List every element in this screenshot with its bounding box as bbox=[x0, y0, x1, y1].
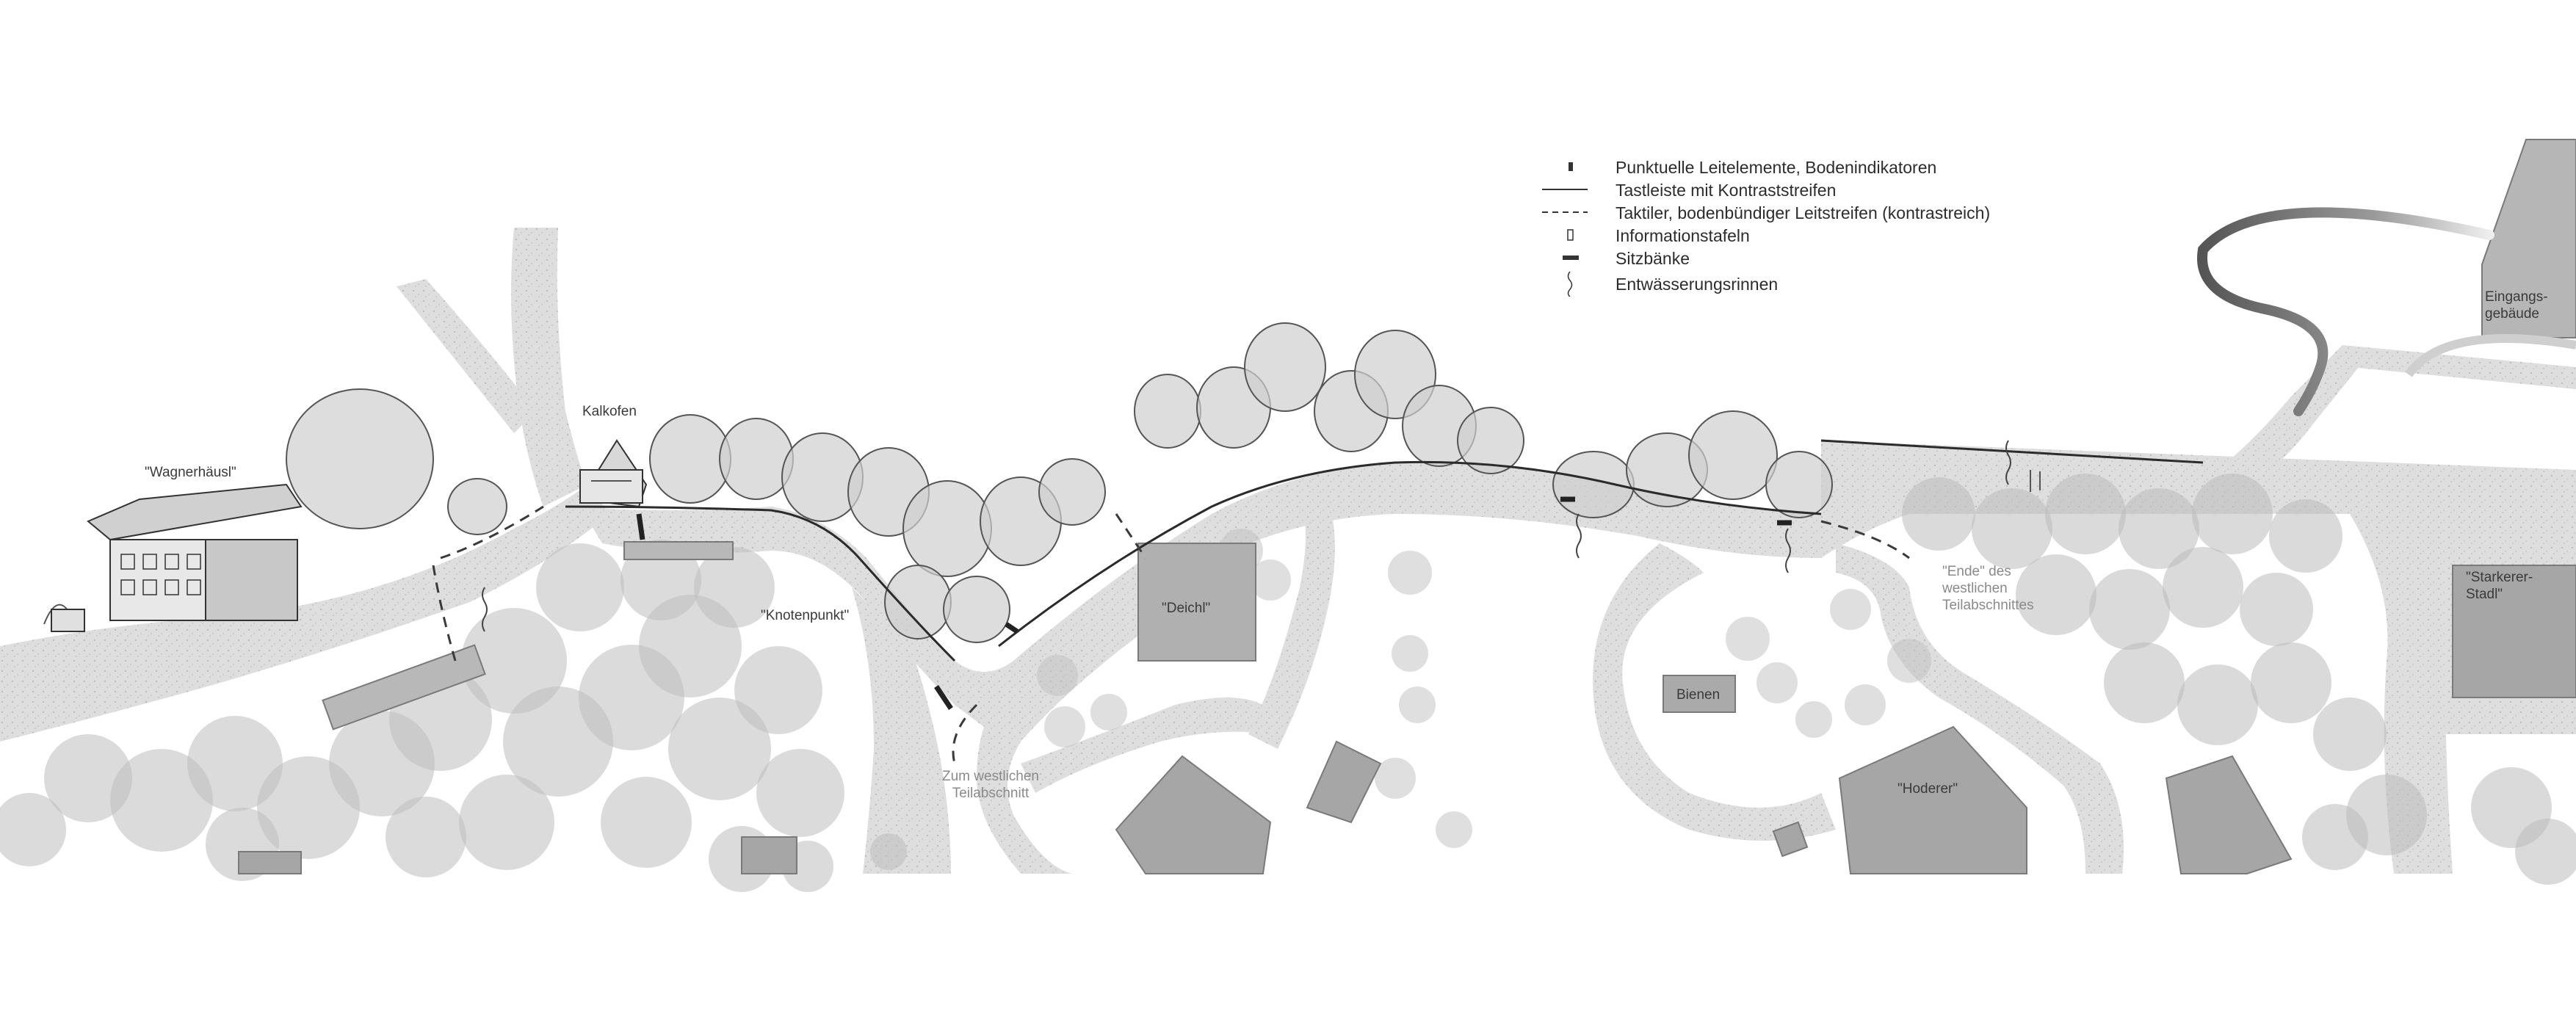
label-bienen: Bienen bbox=[1676, 687, 1721, 703]
building-canopy-2 bbox=[623, 541, 734, 560]
tactile-strip-solid bbox=[565, 439, 2204, 662]
drainage-channels bbox=[482, 440, 2011, 632]
bench-icon bbox=[1563, 256, 1579, 260]
label-starkerer: "Starkerer- Stadl" bbox=[2466, 570, 2533, 604]
path-hoderer-loop bbox=[1836, 543, 2124, 874]
building-bienen bbox=[1663, 675, 1736, 713]
label-hoderer: "Hoderer" bbox=[1897, 781, 1958, 797]
label-deichl: "Deichl" bbox=[1162, 601, 1211, 616]
path-north-branch bbox=[511, 228, 587, 507]
label-zum-westlichen: Zum westlichen Teilabschnitt bbox=[942, 769, 1039, 802]
path-south bbox=[852, 587, 951, 874]
label-eingang-line-2: gebäude bbox=[2485, 305, 2539, 322]
solid-line-icon bbox=[1542, 189, 1588, 190]
building-hoderer bbox=[1838, 725, 2027, 874]
path-east-drive bbox=[1248, 485, 1335, 749]
path-entrance-east bbox=[2342, 345, 2576, 389]
wagnerhaeusl-sketch bbox=[43, 483, 303, 632]
label-starkerer-line-1: "Starkerer- bbox=[2466, 570, 2533, 585]
stream-east bbox=[2405, 334, 2576, 377]
path-west bbox=[0, 485, 609, 742]
kalkofen-sketch bbox=[579, 439, 648, 508]
sketched-trees bbox=[286, 322, 1833, 643]
path-deichl-inner bbox=[1021, 697, 1270, 793]
benches bbox=[636, 496, 1792, 710]
label-eingang: Eingangs- gebäude bbox=[2485, 289, 2548, 323]
label-zum-westlichen-line-1: Zum westlichen bbox=[942, 769, 1039, 784]
legend-label: Taktiler, bodenbündiger Leitstreifen (ko… bbox=[1616, 203, 1991, 222]
stream bbox=[2197, 207, 2494, 416]
building-east bbox=[2165, 755, 2293, 874]
label-ende: "Ende" des westlichen Teilabschnittes bbox=[1942, 564, 2034, 614]
point-marker-icon bbox=[1569, 162, 1573, 171]
tree-canopies-east bbox=[1902, 474, 2576, 885]
label-kalkofen: Kalkofen bbox=[582, 404, 637, 419]
building-starkerer bbox=[2452, 565, 2576, 698]
building-canopy-1 bbox=[322, 644, 486, 731]
label-zum-westlichen-line-2: Teilabschnitt bbox=[952, 785, 1030, 801]
path-entrance bbox=[2218, 345, 2365, 485]
tactile-strip-dashed bbox=[432, 505, 1910, 764]
label-ende-line-3: Teilabschnittes bbox=[1942, 597, 2034, 613]
label-ende-line-2: westlichen bbox=[1942, 580, 2008, 596]
building-deichl bbox=[1137, 543, 1256, 662]
people bbox=[2030, 470, 2041, 492]
legend-label: Tastleiste mit Kontraststreifen bbox=[1616, 181, 1837, 200]
label-starkerer-line-2: Stadl" bbox=[2466, 586, 2503, 602]
label-eingang-line-1: Eingangs- bbox=[2485, 289, 2548, 305]
legend-label: Informationstafeln bbox=[1616, 226, 1750, 245]
drainage-icon bbox=[1567, 271, 1573, 297]
building-south-2 bbox=[1306, 740, 1382, 824]
label-knotenpunkt: "Knotenpunkt" bbox=[761, 608, 850, 623]
label-ende-line-1: "Ende" des bbox=[1942, 564, 2011, 579]
info-board-icon bbox=[1567, 229, 1574, 241]
dashed-line-icon bbox=[1542, 211, 1588, 213]
buildings bbox=[238, 139, 2576, 874]
building-small-3 bbox=[741, 836, 797, 874]
path-bienen-loop bbox=[1593, 543, 1836, 841]
legend-label: Punktuelle Leitelemente, Bodenindikatore… bbox=[1616, 158, 1937, 177]
legend-label: Entwässerungsrinnen bbox=[1616, 275, 1779, 294]
label-wagnerhaeusl: "Wagnerhäusl" bbox=[145, 465, 236, 480]
building-south-1 bbox=[1115, 755, 1272, 874]
legend-label: Sitzbänke bbox=[1616, 249, 1690, 268]
path-north-diagonal bbox=[397, 279, 536, 433]
building-small-1 bbox=[1772, 821, 1809, 858]
building-entrance bbox=[2481, 139, 2576, 338]
building-small-2 bbox=[238, 851, 302, 874]
